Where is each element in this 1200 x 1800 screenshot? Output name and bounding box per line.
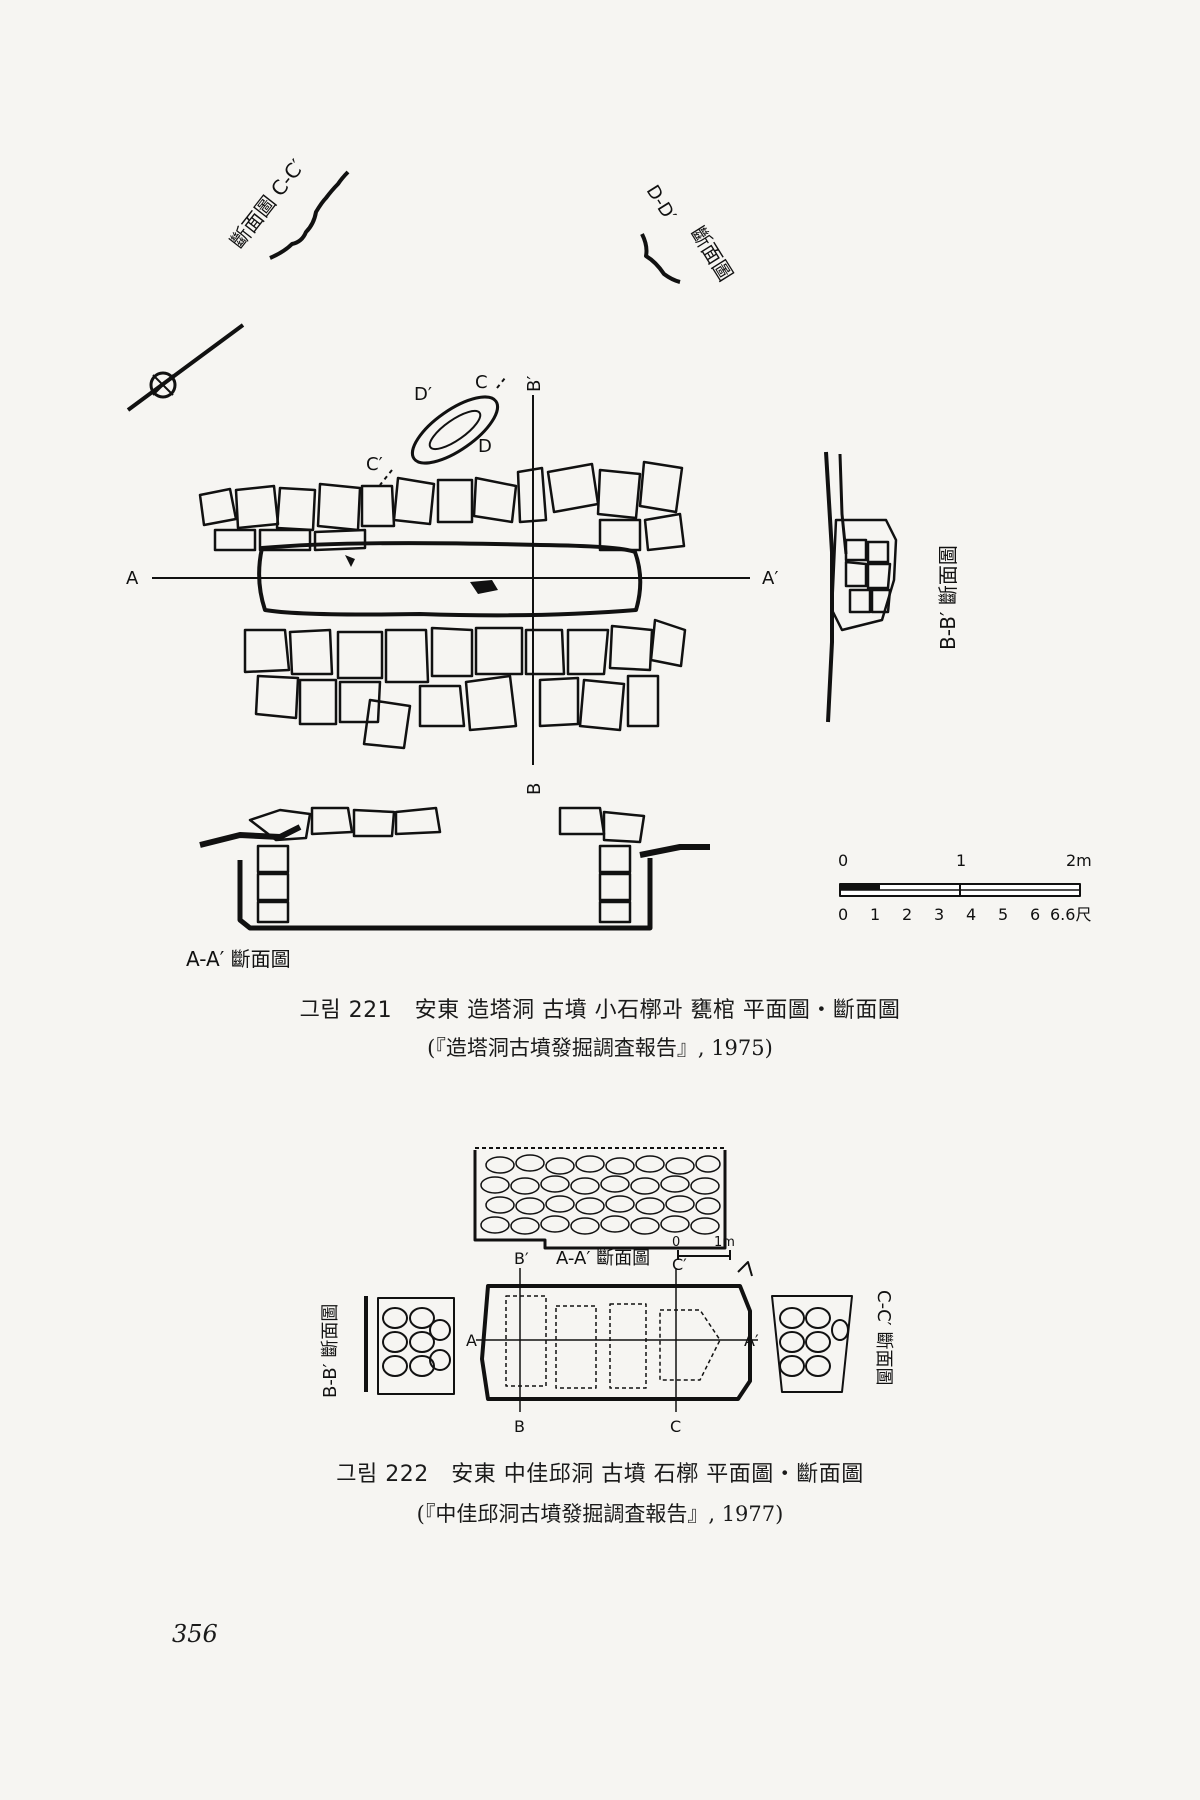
figure-221-source: (『造塔洞古墳發掘調査報告』, 1975): [427, 1036, 773, 1060]
figure-222-source: (『中佳邱洞古墳發掘調査報告』, 1977): [416, 1502, 784, 1526]
scale-bottom-0: 0: [838, 905, 848, 924]
jar-burial: [379, 377, 506, 486]
figure-221-title: 安東 造塔洞 古墳 小石槨과 甕棺 平面圖・斷面圖: [414, 998, 901, 1023]
mark-a: A: [126, 568, 139, 589]
section-aa-drawing: [199, 806, 710, 931]
chamber-floor-outline: [257, 541, 643, 618]
section-bb-label: B-B′ 斷面圖: [936, 545, 960, 650]
scale-bottom-66: 6.6尺: [1050, 905, 1091, 924]
section-cc-profile: [269, 170, 350, 260]
mark-a-prime: A′: [762, 568, 778, 589]
scale-bottom-2: 2: [902, 905, 912, 924]
scale-bottom-3: 3: [934, 905, 944, 924]
figure-222-caption: 그림 222 安東 中佳邱洞 古墳 石槨 平面圖・斷面圖: [0, 1456, 1200, 1488]
mark-c-prime: C′: [366, 454, 383, 475]
scale-bottom-1: 1: [870, 905, 880, 924]
figure-222-label: 그림 222: [336, 1462, 429, 1487]
chamber-stones-north: [198, 460, 686, 552]
mark-b: B: [524, 783, 545, 795]
figure-221-caption: 그림 221 安東 造塔洞 古墳 小石槨과 甕棺 平面圖・斷面圖: [0, 992, 1200, 1024]
scale-top-0: 0: [838, 851, 848, 870]
mark-c: C: [475, 372, 488, 393]
section-dd-profile: [640, 233, 681, 284]
section-bb-drawing: [824, 451, 898, 723]
scale-bottom-5: 5: [998, 905, 1008, 924]
section-dd-word-label: 斷面圖: [686, 222, 738, 286]
section-cc-label: 斷面圖 C-C′: [225, 154, 309, 253]
scale-bottom-6: 6: [1030, 905, 1040, 924]
scale-top-1: 1: [956, 851, 966, 870]
scale-bottom-4: 4: [966, 905, 976, 924]
figure-221-label: 그림 221: [299, 998, 393, 1023]
scale-top-2: 2m: [1066, 851, 1092, 870]
mark-b-prime: B′: [524, 376, 545, 392]
figure-222-title: 安東 中佳邱洞 古墳 石槨 平面圖・斷面圖: [451, 1462, 864, 1487]
section-aa-label: A-A′ 斷面圖: [186, 947, 291, 971]
mark-d-prime: D′: [414, 384, 432, 405]
scale-bar-221: [839, 883, 1081, 897]
page-number: 356: [172, 1620, 218, 1648]
chamber-stones-south: [243, 618, 687, 750]
north-arrow-icon: [126, 323, 245, 412]
section-dd-letter-label: D-D′: [642, 182, 680, 226]
mark-d: D: [478, 436, 492, 457]
